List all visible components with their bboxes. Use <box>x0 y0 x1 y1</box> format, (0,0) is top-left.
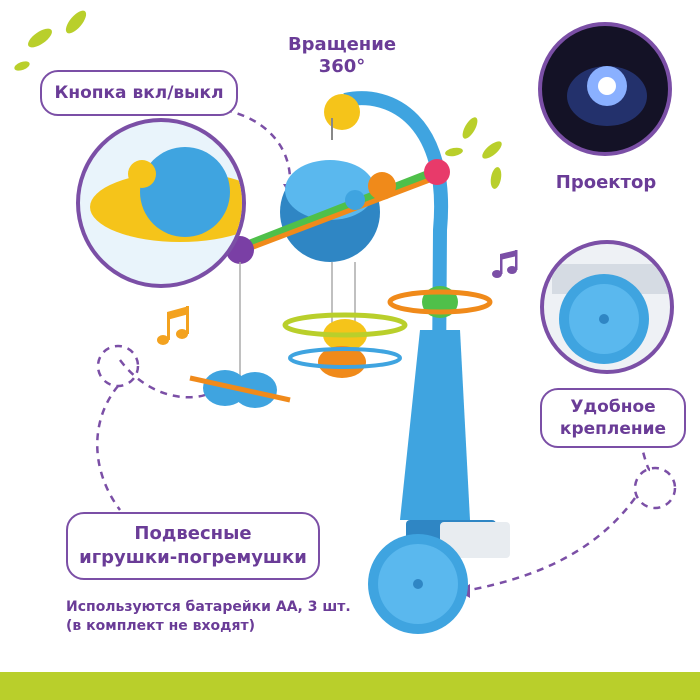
battery-footnote-line2: (в комплект не входят) <box>66 618 255 634</box>
bottom-green-bar <box>0 672 700 700</box>
hanging-toys-label: Подвесные игрушки-погремушки <box>66 512 320 580</box>
power-button-label: Кнопка вкл/выкл <box>40 70 238 116</box>
dashed-arrows <box>96 108 677 592</box>
inset-mount <box>540 240 674 374</box>
inset-projector <box>538 22 672 156</box>
battery-footnote: Используются батарейки АА, 3 шт. (в комп… <box>66 598 351 636</box>
battery-footnote-line1: Используются батарейки АА, 3 шт. <box>66 599 351 615</box>
projector-label: Проектор <box>555 172 657 193</box>
music-note-icon <box>492 250 518 278</box>
inset-power-button <box>76 118 246 288</box>
clamp-wheel <box>368 534 468 634</box>
rotation-label: Вращение 360° <box>287 34 397 77</box>
music-note-icon <box>157 306 189 345</box>
leaf-decoration-icon <box>14 10 502 189</box>
mount-label: Удобное крепление <box>540 388 686 448</box>
